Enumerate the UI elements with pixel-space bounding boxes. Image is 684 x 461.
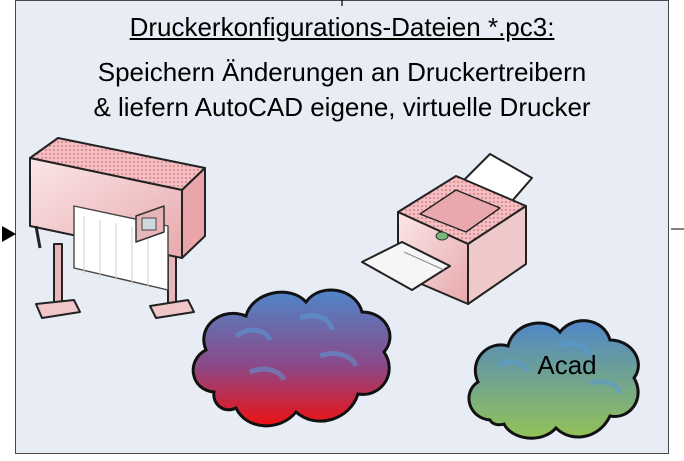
laser-printer-icon xyxy=(361,153,533,305)
green-cloud-icon xyxy=(467,319,640,440)
diagram-title: Druckerkonfigurations-Dateien *.pc3: xyxy=(129,12,555,42)
cloud-label: Acad xyxy=(537,350,597,380)
plotter-icon xyxy=(29,137,206,319)
red-cloud-icon xyxy=(191,288,392,428)
description-line-2: & liefern AutoCAD eigene, virtuelle Druc… xyxy=(93,92,591,122)
description-line-1: Speichern Änderungen an Druckertreibern xyxy=(97,57,587,87)
arrow-left-icon xyxy=(2,226,16,242)
green-cloud-puffs xyxy=(496,341,623,395)
red-cloud-puffs xyxy=(234,313,359,382)
